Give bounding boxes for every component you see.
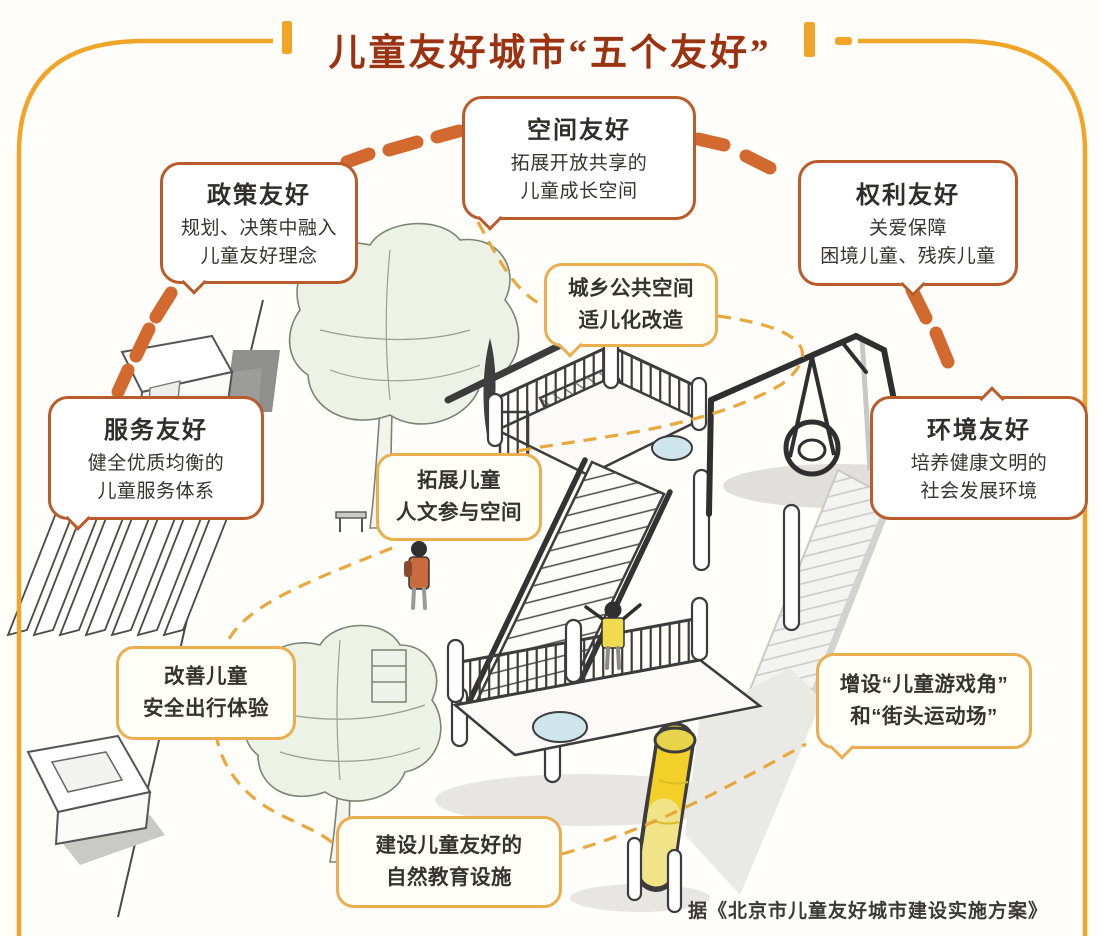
box-line: 增设“儿童游戏角” bbox=[839, 673, 1009, 697]
bench-illustration bbox=[335, 511, 367, 532]
box-line: 城乡公共空间 bbox=[568, 277, 694, 301]
box-title: 政策友好 bbox=[207, 181, 311, 209]
friendly-box-policy: 政策友好 规划、决策中融入 儿童友好理念 bbox=[160, 162, 358, 295]
source-note: 据《北京市儿童友好城市建设实施方案》 bbox=[688, 901, 1049, 922]
car-illustration bbox=[26, 734, 165, 865]
box-line: 儿童成长空间 bbox=[520, 181, 638, 202]
box-line: 规划、决策中融入 bbox=[180, 217, 337, 239]
slide-illustration bbox=[626, 722, 697, 914]
background-stairs bbox=[685, 337, 902, 895]
box-line: 儿童服务体系 bbox=[97, 481, 215, 502]
box-line: 自然教育设施 bbox=[386, 866, 512, 889]
box-line: 安全出行体验 bbox=[143, 697, 269, 720]
box-line: 和“街头运动场” bbox=[850, 705, 998, 728]
friendly-box-rights: 权利友好 关爱保障 困境儿童、残疾儿童 bbox=[798, 160, 1018, 297]
box-line: 拓展儿童 bbox=[417, 469, 501, 493]
box-line: 儿童友好理念 bbox=[200, 246, 318, 267]
friendly-box-environment: 环境友好 培养健康文明的 社会发展环境 bbox=[870, 385, 1088, 520]
page-title: 儿童友好城市“五个友好” bbox=[328, 33, 772, 74]
measure-box-safe-travel: 改善儿童 安全出行体验 bbox=[116, 646, 296, 740]
box-title: 权利友好 bbox=[856, 181, 960, 209]
measure-box-cultural-participation: 拓展儿童 人文参与空间 bbox=[376, 453, 542, 541]
box-line: 关爱保障 bbox=[868, 217, 947, 239]
title-right-dash-icon bbox=[835, 37, 852, 45]
five-friendly-arc-dashes bbox=[111, 124, 955, 399]
footbridge-lower-platform bbox=[446, 468, 801, 757]
title-right-bar-icon bbox=[804, 22, 815, 57]
measure-box-play-corners: 增设“儿童游戏角” 和“街头运动场” bbox=[816, 653, 1032, 760]
box-line: 适儿化改造 bbox=[578, 309, 684, 332]
box-line: 社会发展环境 bbox=[920, 481, 1038, 502]
box-line: 改善儿童 bbox=[164, 665, 248, 689]
friendly-box-space: 空间友好 拓展开放共享的 儿童成长空间 bbox=[462, 96, 696, 231]
box-title: 空间友好 bbox=[527, 116, 631, 144]
box-line: 人文参与空间 bbox=[396, 501, 522, 524]
title-left-bar-icon bbox=[282, 21, 292, 54]
box-line: 健全优质均衡的 bbox=[87, 452, 225, 474]
page-frame bbox=[16, 21, 1088, 936]
box-line: 拓展开放共享的 bbox=[510, 152, 648, 174]
footbridge-upper bbox=[444, 334, 708, 477]
box-line: 培养健康文明的 bbox=[910, 452, 1048, 474]
walking-figure bbox=[404, 541, 430, 610]
box-line: 困境儿童、残疾儿童 bbox=[820, 246, 996, 267]
measure-box-public-space-renovation: 城乡公共空间 适儿化改造 bbox=[544, 263, 718, 358]
box-title: 环境友好 bbox=[927, 416, 1031, 444]
friendly-box-service: 服务友好 健全优质均衡的 儿童服务体系 bbox=[48, 396, 264, 531]
box-title: 服务友好 bbox=[104, 416, 208, 444]
measure-box-nature-education: 建设儿童友好的 自然教育设施 bbox=[336, 816, 562, 908]
box-line: 建设儿童友好的 bbox=[375, 834, 523, 858]
child-on-stairs bbox=[584, 601, 642, 670]
